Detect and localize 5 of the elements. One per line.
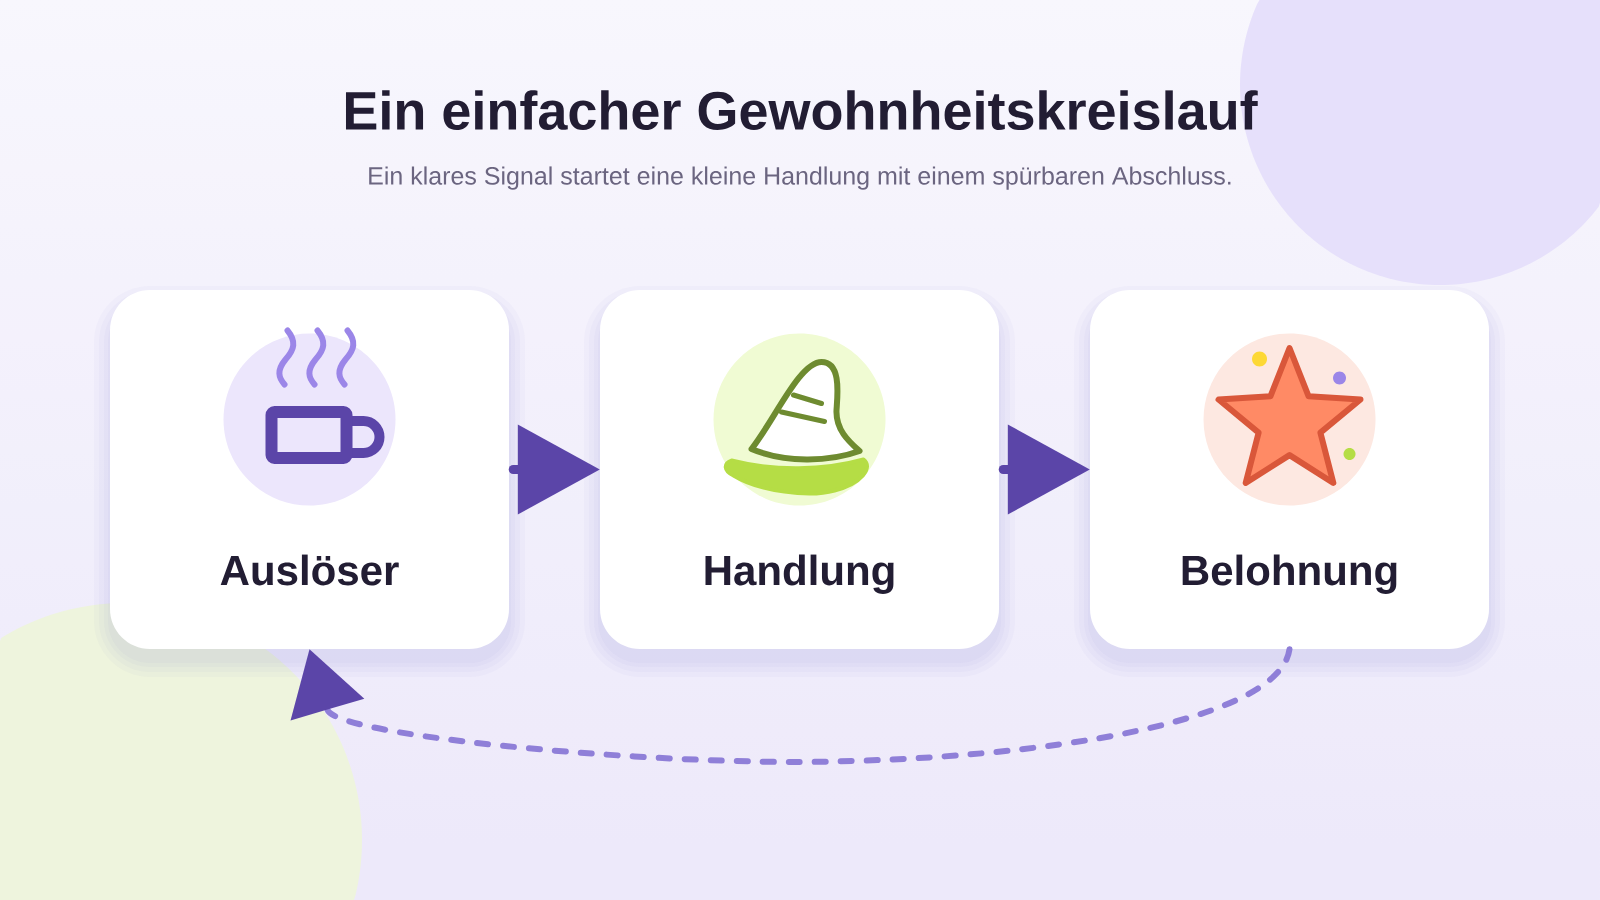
curved-arrow — [290, 646, 1293, 765]
arrow — [998, 424, 1090, 515]
subtitle: Ein klares Signal startet eine kleine Handlung mit einem spürbaren Abschluss. — [369, 166, 1231, 190]
arrow — [508, 424, 600, 515]
title: Ein einfacher Gewohnheitskreislauf — [346, 90, 1258, 131]
